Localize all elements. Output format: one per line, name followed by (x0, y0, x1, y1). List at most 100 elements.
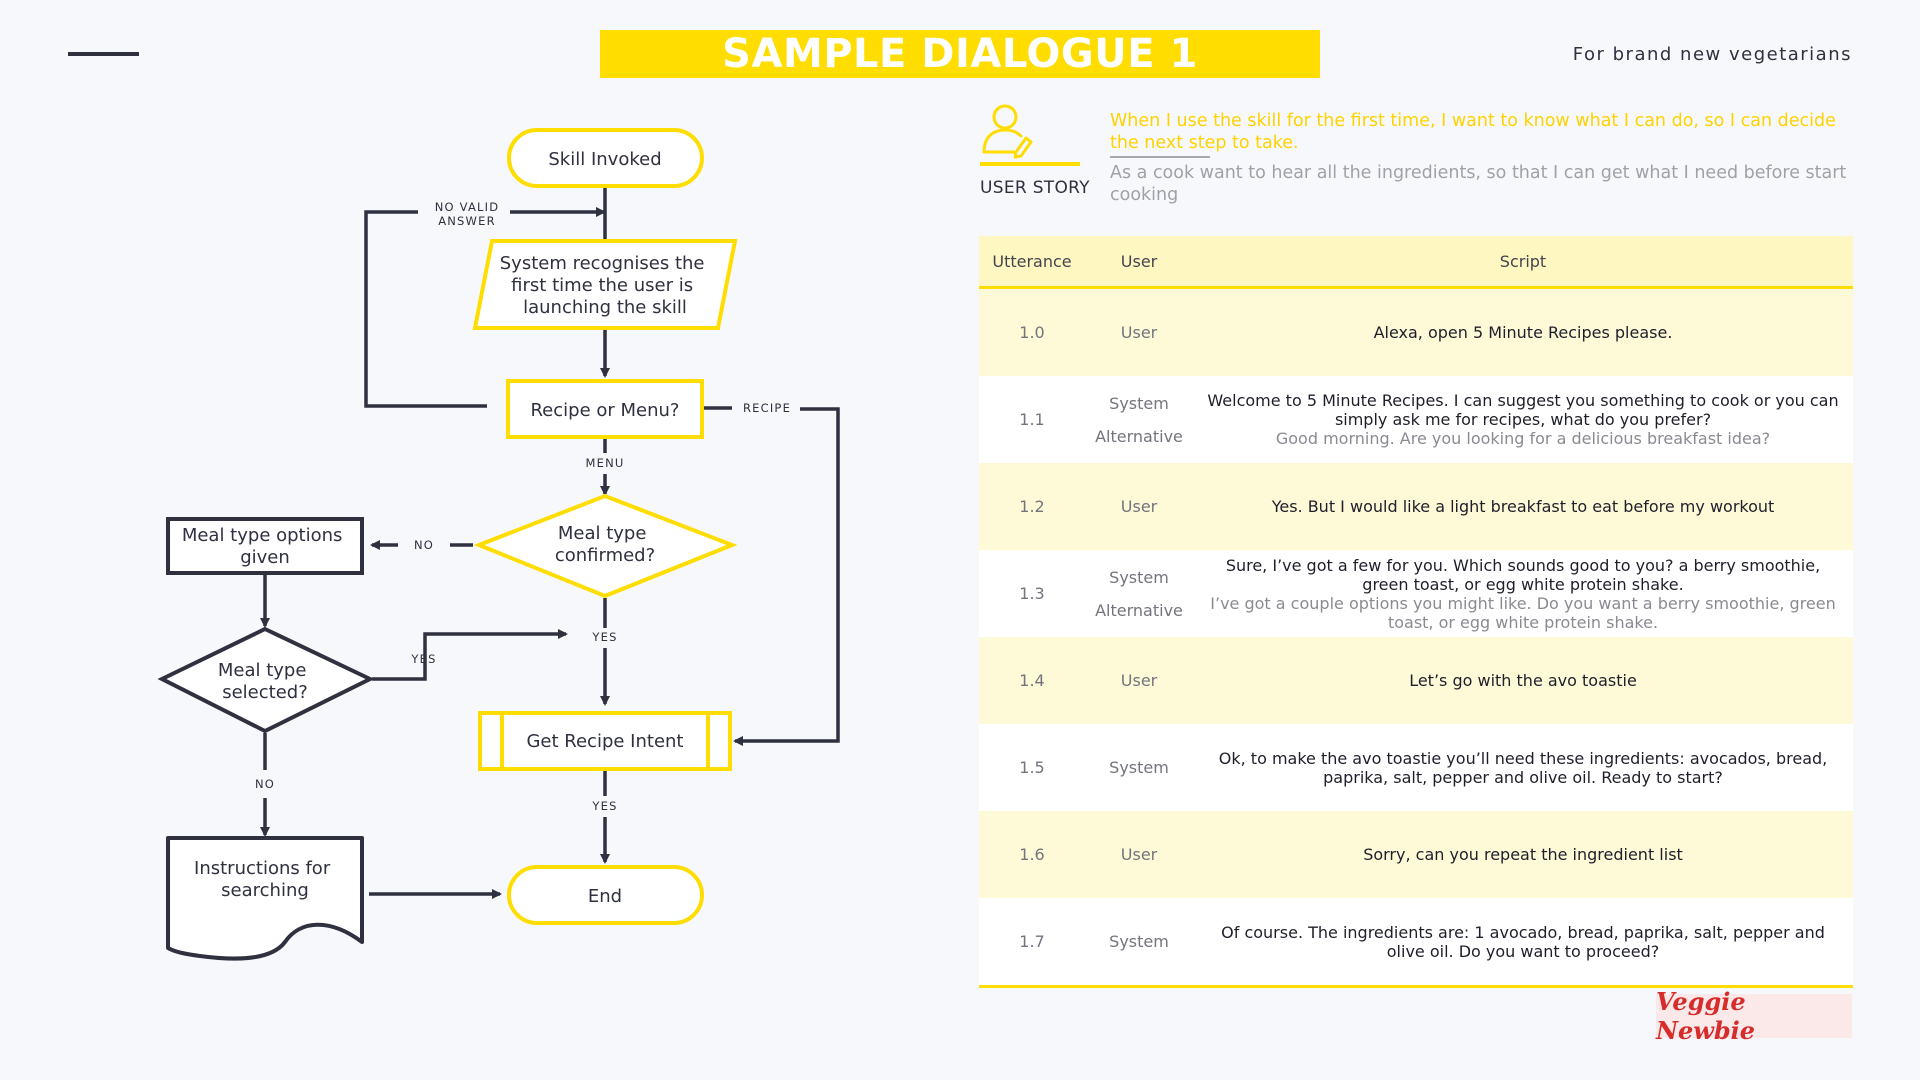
edge-label-recipe: RECIPE (743, 401, 791, 415)
table-row: 1.3 System Alternative Sure, I’ve got a … (979, 550, 1853, 637)
node-meal-type-selected-label: Meal type selected? (218, 660, 312, 703)
row-script-alt: I’ve got a couple options you might like… (1210, 593, 1836, 632)
node-instructions-line-2: searching (221, 880, 309, 901)
user-story: USER STORY When I use the skill for the … (978, 100, 1858, 210)
node-system-recognises-label: System recognises the first time the use… (500, 253, 711, 318)
row-script: Ok, to make the avo toastie you’ll need … (1218, 748, 1828, 787)
row-script: Sorry, can you repeat the ingredient lis… (1363, 845, 1683, 864)
row-speaker-alt: Alternative (1095, 600, 1183, 620)
header-script: Script (1499, 251, 1547, 271)
user-story-label: USER STORY (980, 178, 1090, 198)
row-speaker: System Alternative (1085, 568, 1193, 620)
row-script-alt: Good morning. Are you looking for a deli… (1275, 429, 1771, 448)
node-meal-type-selected (157, 626, 375, 734)
user-story-line-1: When I use the skill for the first time,… (1110, 111, 1836, 153)
row-speaker: System Alternative (1085, 394, 1193, 446)
row-utterance: 1.7 (1019, 932, 1045, 951)
node-meal-type-confirmed-line-1: Meal type (558, 523, 647, 544)
edge-label-no-selected: NO (255, 777, 275, 791)
node-end (507, 865, 704, 925)
page-subtitle: For brand new vegetarians (1572, 44, 1852, 65)
node-system-recognises-line-1: System recognises the (500, 253, 705, 274)
node-meal-type-options-line-1: Meal type options (182, 525, 343, 546)
table-row: 1.1 System Alternative Welcome to 5 Minu… (979, 376, 1853, 463)
edge-label-menu: MENU (585, 456, 624, 470)
node-meal-type-confirmed-line-2: confirmed? (555, 545, 655, 566)
row-script: Alexa, open 5 Minute Recipes please. (1373, 323, 1673, 342)
user-story-divider (980, 162, 1080, 166)
row-speaker: User (1120, 497, 1158, 516)
row-utterance: 1.6 (1019, 845, 1045, 864)
brand-logo: Veggie Newbie (1656, 987, 1852, 1045)
row-utterance: 1.0 (1019, 323, 1045, 342)
node-meal-type-selected-line-2: selected? (222, 682, 308, 703)
script-table: Utterance User Script 1.0 User Alexa, op… (979, 236, 1853, 988)
node-instructions-label: Instructions for searching (194, 858, 336, 901)
header-dash (68, 52, 139, 56)
connector-recipe-branch (733, 407, 840, 746)
row-speaker-main: System (1109, 567, 1169, 587)
user-story-underline (1110, 156, 1210, 158)
node-get-recipe-intent-label: Get Recipe Intent (526, 731, 683, 752)
edge-label-no-valid-line-1: NO VALID (435, 200, 500, 214)
table-row: 1.5 System Ok, to make the avo toastie y… (979, 724, 1853, 811)
node-recipe-or-menu (506, 379, 704, 439)
title-banner: SAMPLE DIALOGUE 1 (600, 30, 1320, 78)
table-row: 1.4 User Let’s go with the avo toastie (979, 637, 1853, 724)
row-script: Yes. But I would like a light breakfast … (1271, 497, 1775, 516)
user-edit-icon (982, 104, 1033, 159)
node-meal-type-options-line-2: given (240, 547, 290, 568)
edge-label-no-valid-line-2: ANSWER (438, 214, 496, 228)
connector-selected-yes (372, 629, 568, 681)
row-utterance: 1.3 (1019, 584, 1045, 603)
row-utterance: 1.2 (1019, 497, 1045, 516)
row-utterance: 1.5 (1019, 758, 1045, 777)
user-story-line-2: As a cook want to hear all the ingredien… (1110, 163, 1847, 205)
edge-label-yes-confirmed: YES (591, 630, 617, 644)
row-script: Welcome to 5 Minute Recipes. I can sugge… (1193, 391, 1853, 448)
row-speaker: System (1109, 758, 1169, 777)
table-row: 1.6 User Sorry, can you repeat the ingre… (979, 811, 1853, 898)
row-script: Let’s go with the avo toastie (1409, 671, 1637, 690)
row-speaker: User (1120, 323, 1158, 342)
row-utterance: 1.4 (1019, 671, 1045, 690)
node-meal-type-options-label: Meal type options given (182, 525, 348, 568)
node-meal-type-confirmed (473, 493, 738, 599)
node-meal-type-selected-line-1: Meal type (218, 660, 307, 681)
row-speaker: User (1120, 845, 1158, 864)
flowchart: Skill Invoked System recognises the firs… (157, 128, 840, 961)
edge-label-yes-selected: YES (410, 652, 436, 666)
node-system-recognises (472, 239, 738, 330)
table-row: 1.7 System Of course. The ingredients ar… (979, 898, 1853, 985)
node-meal-type-options (166, 517, 364, 575)
node-instructions-line-1: Instructions for (194, 858, 331, 879)
node-system-recognises-line-2: first time the user is (511, 275, 693, 296)
node-instructions (166, 836, 364, 961)
table-header: Utterance User Script (979, 236, 1853, 289)
row-script: Of course. The ingredients are: 1 avocad… (1221, 922, 1825, 961)
row-speaker: System (1109, 932, 1169, 951)
table-row: 1.2 User Yes. But I would like a light b… (979, 463, 1853, 550)
page-title: SAMPLE DIALOGUE 1 (722, 31, 1198, 77)
brand-logo-text: Veggie Newbie (1656, 987, 1756, 1045)
row-utterance: 1.1 (1019, 410, 1045, 429)
edge-label-no-confirmed: NO (414, 538, 434, 552)
row-speaker: User (1120, 671, 1158, 690)
row-script-main: Sure, I’ve got a few for you. Which soun… (1225, 555, 1821, 594)
node-system-recognises-line-3: launching the skill (523, 297, 687, 318)
row-script-main: Welcome to 5 Minute Recipes. I can sugge… (1207, 391, 1839, 429)
node-skill-invoked-label: Skill Invoked (548, 149, 661, 170)
table-row: 1.0 User Alexa, open 5 Minute Recipes pl… (979, 289, 1853, 376)
table-footer-line (979, 985, 1853, 988)
node-skill-invoked (507, 128, 704, 188)
node-end-label: End (588, 886, 622, 907)
connector-loop-left (364, 210, 487, 408)
header-utterance: Utterance (992, 251, 1072, 271)
edge-label-yes-intent: YES (591, 799, 617, 813)
row-script: Sure, I’ve got a few for you. Which soun… (1193, 556, 1853, 632)
node-recipe-or-menu-label: Recipe or Menu? (530, 400, 679, 421)
header-user: User (1120, 251, 1158, 271)
row-speaker-alt: Alternative (1095, 426, 1183, 446)
row-speaker-main: System (1109, 393, 1169, 413)
node-get-recipe-intent (478, 711, 732, 771)
